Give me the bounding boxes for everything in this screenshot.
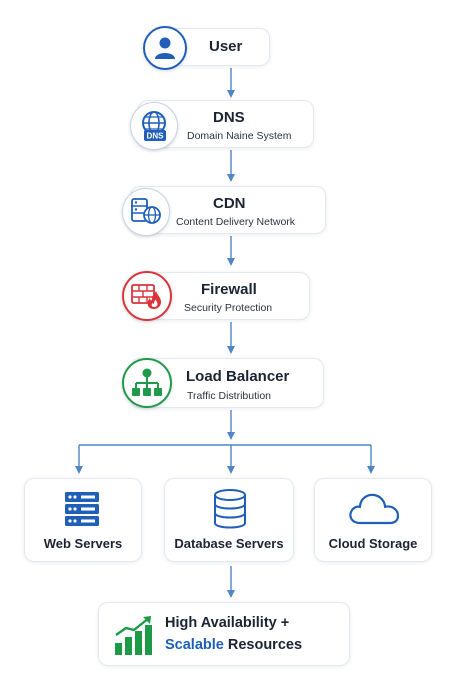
firewall-title: Firewall [201,281,257,298]
database-servers-tile: Database Servers [164,478,294,562]
growth-chart-icon [113,615,157,662]
cdn-subtitle: Content Delivery Network [176,216,296,228]
dns-title: DNS [213,109,245,126]
database-icon [208,487,252,536]
firewall-flame-icon [122,271,172,321]
dns-badge-text: DNS [147,132,165,141]
load-balancer-subtitle: Traffic Distribution [187,390,272,402]
network-hierarchy-icon [122,358,172,408]
user-title: User [209,38,243,55]
cloud-icon [346,489,402,534]
server-globe-icon [122,188,170,236]
cloud-storage-tile: Cloud Storage [314,478,432,562]
result-rest: Resources [223,637,303,653]
result-card: High Availability + Scalable Resources [98,602,350,666]
cloud-storage-label: Cloud Storage [328,536,418,551]
load-balancer-title: Load Balancer [186,368,290,385]
result-line-1: High Availability + [165,615,290,631]
web-servers-label: Web Servers [43,536,123,551]
globe-dns-icon: DNS [130,102,178,150]
database-servers-label: Database Servers [174,536,284,551]
cdn-title: CDN [213,195,246,212]
server-rack-icon [63,489,103,534]
user-icon [143,26,187,70]
result-highlight: Scalable [165,637,224,653]
dns-subtitle: Domain Naine System [187,130,292,142]
firewall-subtitle: Security Protection [184,302,273,314]
web-servers-tile: Web Servers [24,478,142,562]
result-line-2: Scalable Resources [165,637,302,653]
